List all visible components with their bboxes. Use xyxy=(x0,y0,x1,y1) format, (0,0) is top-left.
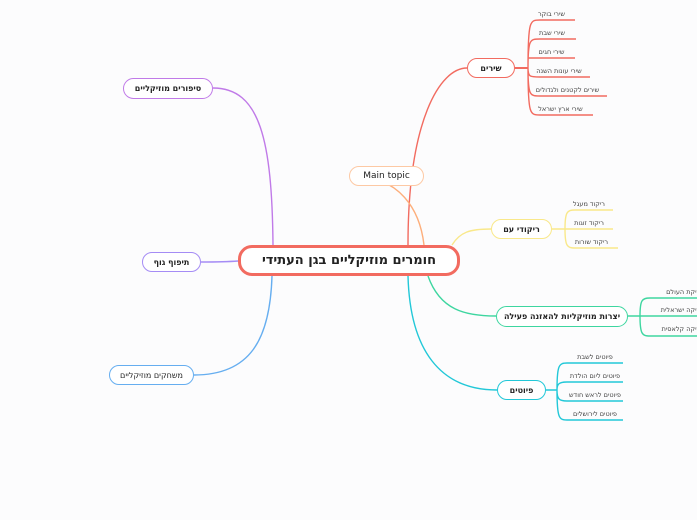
leaf-israel-songs[interactable]: שירי ארץ ישראל xyxy=(538,105,583,113)
leaf-circle-dance[interactable]: ריקוד מעגל xyxy=(573,200,605,208)
main-topic-node[interactable]: Main topic xyxy=(349,166,424,186)
leaf-jerusalem-poems[interactable]: פיוטים לירושלים xyxy=(573,410,617,418)
leaf-rosh-chodesh-poems[interactable]: פיוטים לראש חודש xyxy=(569,391,621,399)
leaf-shabbat-songs[interactable]: שירי שבת xyxy=(539,29,565,37)
leaf-birthday-poems[interactable]: פיוטים ליום הולדת xyxy=(569,372,621,380)
songs-node[interactable]: שירים xyxy=(467,58,515,78)
poems-node[interactable]: פיוטים xyxy=(497,380,546,400)
leaf-shabbat-poems[interactable]: פיוטים לשבת xyxy=(577,353,613,361)
listening-node[interactable]: יצרות מוזיקליות להאזנה פעילה xyxy=(496,306,628,327)
stories-node[interactable]: סיפורים מוזיקליים xyxy=(123,78,213,99)
leaf-classical-music[interactable]: מוזיקה קלאסית xyxy=(661,325,697,333)
leaf-pairs-dance[interactable]: ריקוד זוגות xyxy=(574,219,604,227)
leaf-kids-songs[interactable]: שירים לקטנים ולגדולים xyxy=(535,86,600,94)
leaf-israeli-music[interactable]: מוזיקה ישראלית xyxy=(660,306,697,314)
games-node[interactable]: משחקים מוזיקליים xyxy=(109,365,194,385)
leaf-rows-dance[interactable]: ריקוד שורות xyxy=(574,238,609,246)
body-percussion-node[interactable]: תיפוף גוף xyxy=(142,252,201,272)
leaf-morning-songs[interactable]: שירי בוקר xyxy=(537,10,566,18)
leaf-holiday-songs[interactable]: שירי חגים xyxy=(538,48,565,56)
leaf-world-music[interactable]: מוזיקת העולם xyxy=(666,288,697,296)
dances-node[interactable]: ריקודי עם xyxy=(491,219,552,239)
central-topic[interactable]: חומרים מוזיקליים בגן העתידי xyxy=(238,245,460,276)
leaf-seasons-songs[interactable]: שירי עונות השנה xyxy=(536,67,582,75)
